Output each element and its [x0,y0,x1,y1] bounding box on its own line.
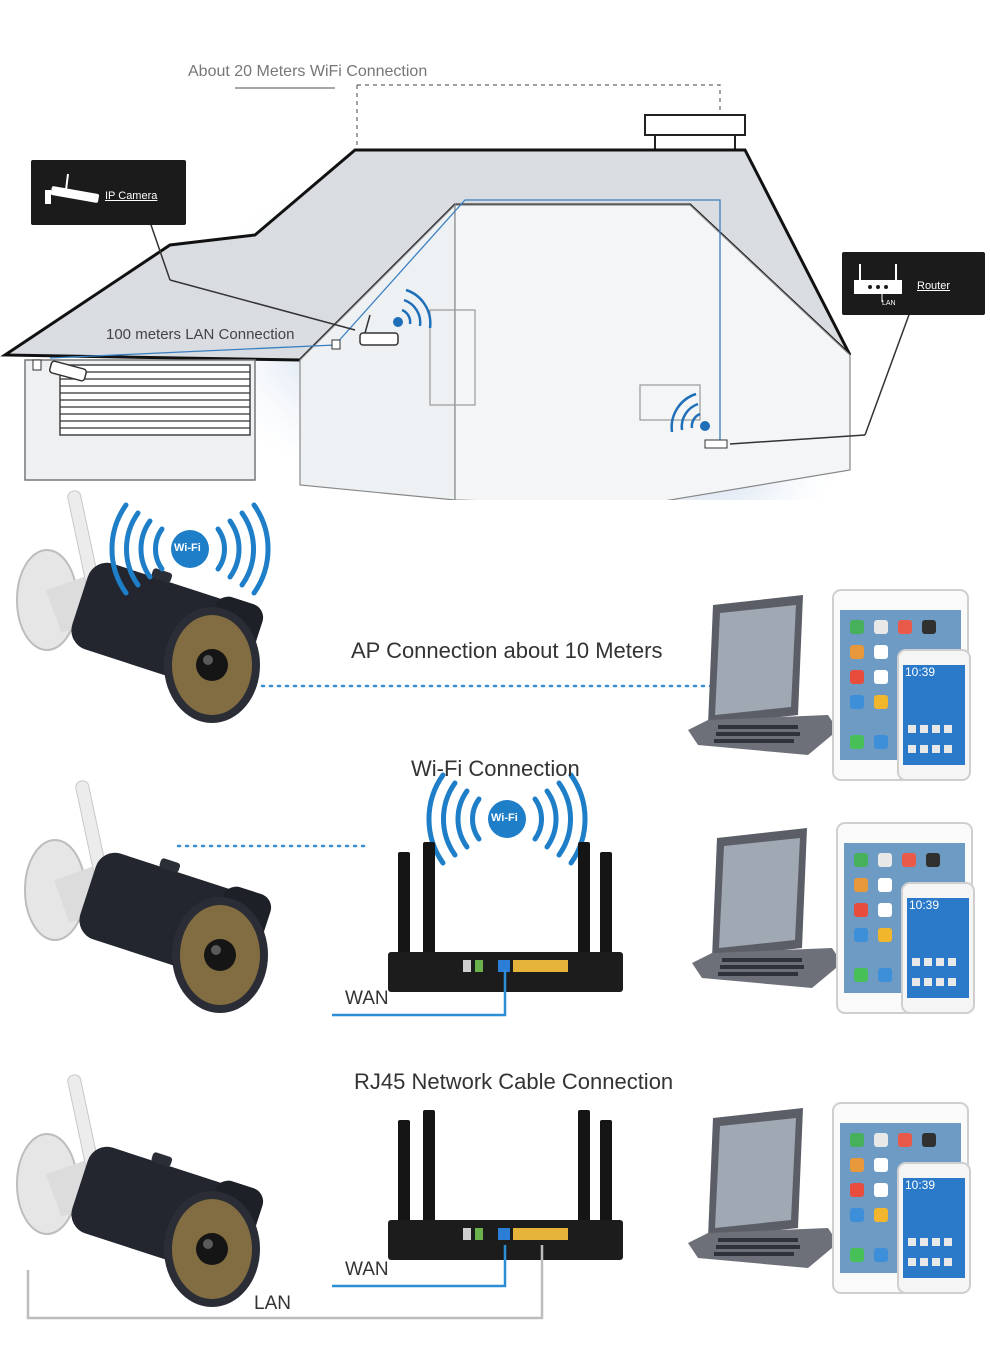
camera-1 [16,488,269,724]
ip-camera-tag-label: IP Camera [105,190,158,202]
rj45-connection-caption: RJ45 Network Cable Connection [354,1069,674,1094]
router-icon [854,264,902,302]
devices-2 [691,822,975,1014]
house-camera-left [32,359,88,382]
wifi-badge-text-1: Wi-Fi [174,542,201,554]
lan-label-3: LAN [254,1293,291,1314]
devices-1 [687,589,971,781]
lan-range-label: 100 meters LAN Connection [106,326,295,343]
camera-icon [45,173,100,204]
router-tag-label: Router [917,280,951,292]
house-router-signal-icon [670,392,710,433]
router-tag-lan-label: LAN [882,300,896,307]
ip-camera-tag: IP Camera [31,160,186,225]
ap-connection-caption: AP Connection about 10 Meters [351,638,663,663]
wifi-connection-caption: Wi-Fi Connection [411,756,580,781]
router-2 [388,842,623,992]
wan-label-3: WAN [345,1259,389,1280]
wifi-badge-text-2: Wi-Fi [491,812,518,824]
phone-clock-2: 10:39 [909,898,940,912]
house-diagram [0,84,911,500]
camera-3 [16,1072,269,1308]
house-camera-signal-icon [393,288,432,329]
devices-3 [687,1102,971,1294]
wifi-range-label: About 20 Meters WiFi Connection [188,63,428,80]
house-camera-right [331,314,399,350]
phone-clock-3: 10:39 [905,1178,936,1192]
camera-2 [24,778,277,1014]
router-3 [388,1110,623,1260]
wan-label-2: WAN [345,988,389,1009]
phone-clock-1: 10:39 [905,665,936,679]
router-tag: LAN Router [842,252,985,315]
